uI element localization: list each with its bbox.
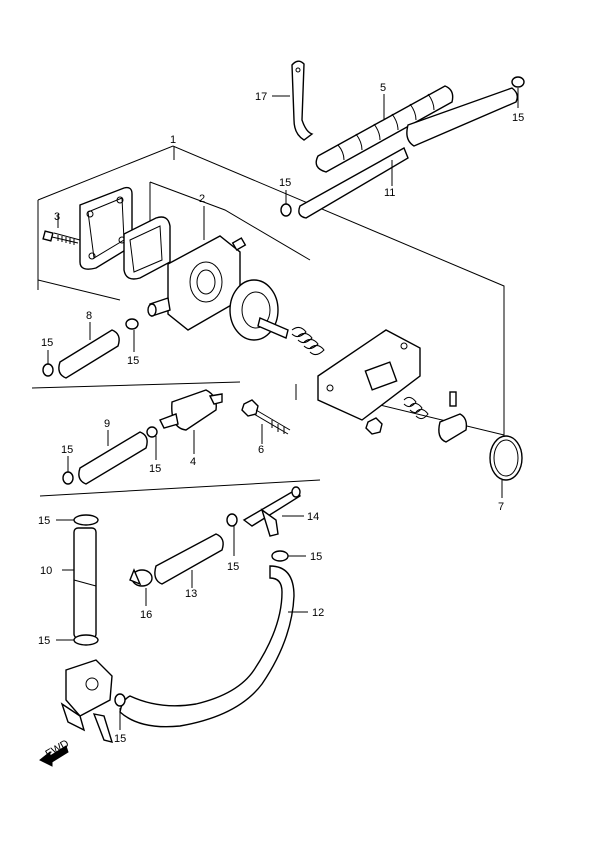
hose-part-9	[78, 431, 148, 485]
fuel-valve	[60, 659, 114, 743]
spring-large	[291, 326, 325, 356]
clip-part-15-left-2	[125, 318, 139, 330]
clip-part-15-top-right	[511, 76, 525, 88]
clip-part-15-hose10-top	[73, 514, 99, 526]
callout-16: 16	[140, 609, 152, 621]
protector-part-5	[315, 85, 454, 173]
valve-cap	[438, 413, 468, 443]
callout-17: 17	[255, 91, 267, 103]
callout-14: 14	[307, 511, 319, 523]
clip-part-15-hose12	[271, 550, 289, 562]
callout-4: 4	[190, 456, 196, 468]
clamp-part-16	[129, 568, 153, 587]
callout-9: 9	[104, 418, 110, 430]
callout-11: 11	[384, 187, 395, 199]
small-nut	[365, 417, 383, 435]
fwd-arrow-icon: FWD	[39, 738, 71, 767]
callout-15-left-2: 15	[127, 355, 139, 367]
callout-1: 1	[170, 134, 176, 146]
diaphragm	[229, 279, 289, 341]
callout-7: 7	[498, 501, 504, 513]
callout-8: 8	[86, 310, 92, 322]
clip-part-15-tjoint	[226, 513, 238, 527]
valve-pin	[449, 391, 457, 407]
hose-part-11	[298, 87, 519, 219]
clip-part-15-left-4	[146, 426, 158, 438]
callout-15-valve: 15	[114, 733, 126, 745]
callout-15-top-right: 15	[512, 112, 524, 124]
pump-body-part-2	[167, 235, 247, 331]
bolt-part-6	[241, 399, 291, 435]
o-ring-part-7	[489, 435, 523, 481]
callout-15-left-1: 15	[41, 337, 53, 349]
pump-housing	[317, 329, 421, 421]
clip-part-15-mid	[280, 203, 292, 217]
screw-part-3	[42, 230, 81, 245]
fuel-filter-part-4	[159, 389, 223, 431]
clip-part-15-left-3	[62, 471, 74, 485]
callout-12: 12	[312, 607, 324, 619]
callout-6: 6	[258, 444, 264, 456]
gasket	[123, 216, 171, 280]
separator-line-lower	[39, 479, 321, 497]
callout-3: 3	[54, 211, 60, 223]
clip-part-15-hose10-bottom	[73, 634, 99, 646]
callout-15-left-4: 15	[149, 463, 161, 475]
t-joint-part-14	[242, 486, 301, 537]
callout-15-left-3: 15	[61, 444, 73, 456]
hose-part-13	[154, 533, 224, 585]
hose-part-8	[58, 329, 120, 379]
callout-10: 10	[40, 565, 52, 577]
callout-15-hose10-bottom: 15	[38, 635, 50, 647]
callout-15-mid: 15	[279, 177, 291, 189]
callout-15-hose10-top: 15	[38, 515, 50, 527]
callout-13: 13	[185, 588, 197, 600]
clip-part-15-valve	[114, 693, 126, 707]
callout-15-tjoint: 15	[227, 561, 239, 573]
callout-15-hose12: 15	[310, 551, 322, 563]
callout-2: 2	[199, 193, 205, 205]
clip-part-15-left-1	[42, 363, 54, 377]
clip-part-17	[291, 60, 314, 141]
spring-small	[403, 396, 429, 420]
pump-nipple	[147, 297, 171, 317]
hose-part-10	[73, 527, 97, 639]
callout-5: 5	[380, 82, 386, 94]
separator-line-upper	[31, 381, 241, 389]
